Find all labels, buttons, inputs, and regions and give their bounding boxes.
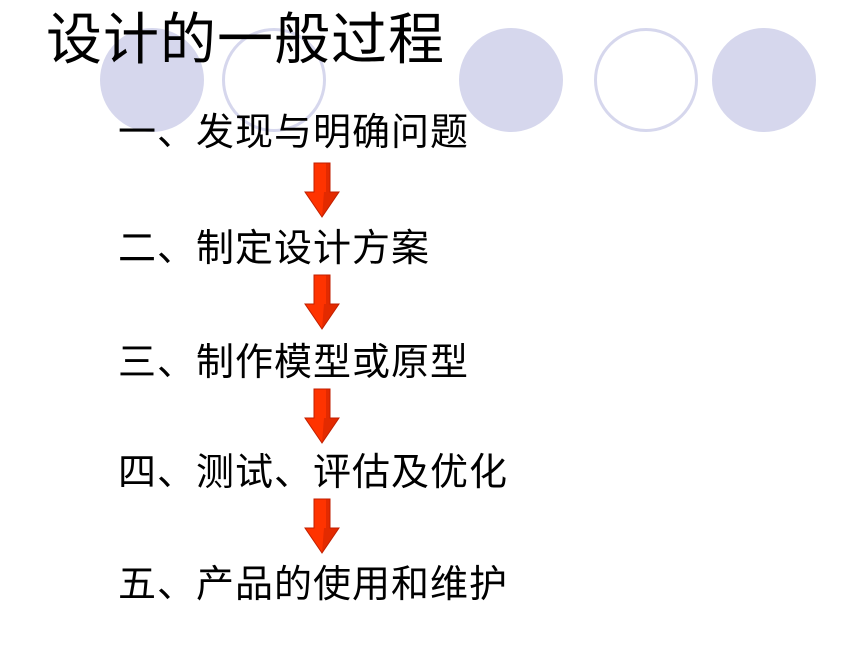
decorative-circle-1 <box>100 28 204 132</box>
slide-title: 设计的一般过程 <box>46 8 445 73</box>
down-arrow-icon <box>304 388 340 444</box>
decorative-circle-4 <box>594 28 698 132</box>
down-arrow-icon <box>304 162 340 218</box>
down-arrow-icon <box>304 498 340 554</box>
decorative-circle-3 <box>459 28 563 132</box>
step-5-label: 五、产品的使用和维护 <box>118 562 509 606</box>
step-1-label: 一、发现与明确问题 <box>118 110 470 154</box>
step-4-label: 四、测试、评估及优化 <box>118 450 509 494</box>
decorative-circle-2 <box>222 28 326 132</box>
step-3-label: 三、制作模型或原型 <box>118 340 470 384</box>
decorative-circle-5 <box>712 28 816 132</box>
down-arrow-icon <box>304 274 340 330</box>
step-2-label: 二、制定设计方案 <box>118 226 431 270</box>
